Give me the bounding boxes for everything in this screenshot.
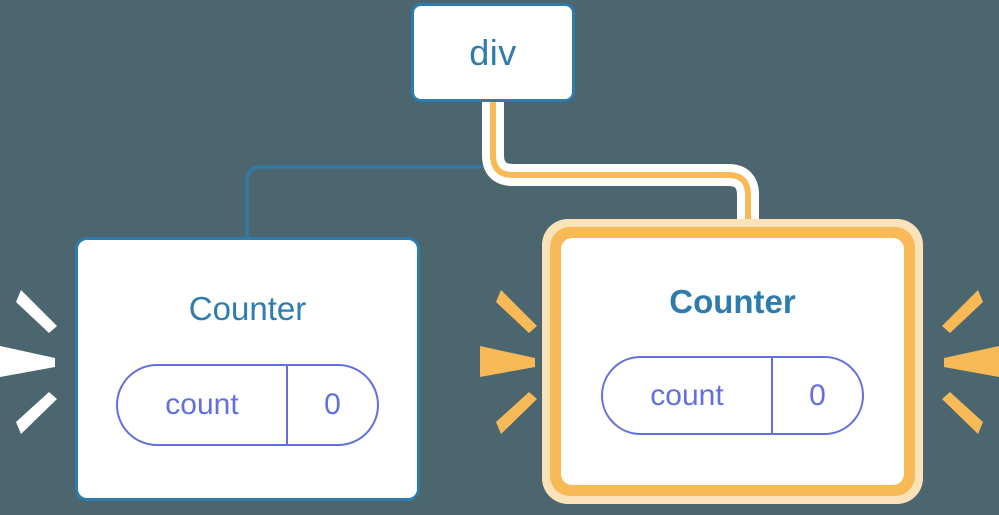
state-key-left: count <box>165 388 239 421</box>
state-value-right: 0 <box>771 358 862 433</box>
node-div[interactable]: div <box>411 3 575 102</box>
state-value-left: 0 <box>286 366 377 444</box>
node-counter-right-highlight-ring: Counter count 0 <box>550 227 915 496</box>
edge-to-counter-right <box>490 101 751 232</box>
node-div-label: div <box>469 31 517 73</box>
node-counter-right-title: Counter <box>669 283 796 320</box>
edge-to-counter-right-halo <box>482 101 759 232</box>
state-pill-left: count 0 <box>116 364 379 446</box>
node-counter-right-highlight-halo: Counter count 0 <box>542 219 923 504</box>
node-counter-right[interactable]: Counter count 0 <box>561 238 904 485</box>
edge-to-counter-left <box>245 99 495 239</box>
node-counter-left-title: Counter <box>188 290 307 327</box>
state-pill-right: count 0 <box>601 356 864 435</box>
state-key-right: count <box>650 378 724 412</box>
node-counter-left[interactable]: Counter count 0 <box>75 237 420 501</box>
